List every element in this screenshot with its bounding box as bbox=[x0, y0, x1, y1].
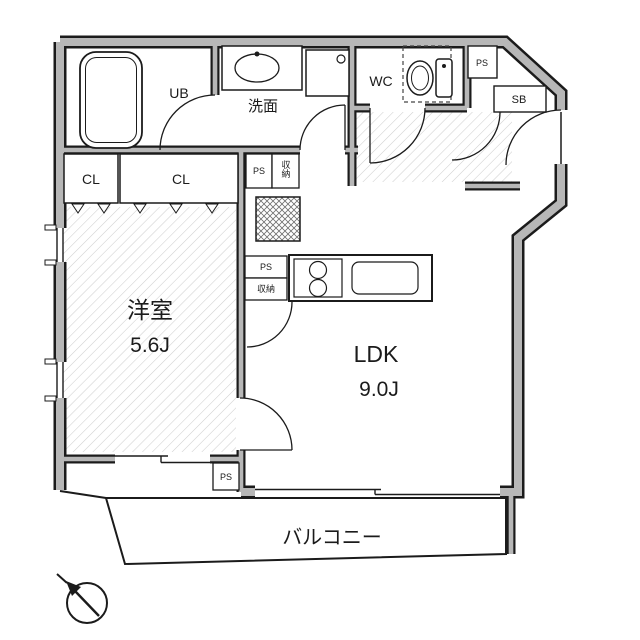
closet-door-marks bbox=[71, 203, 219, 214]
north-arrow-icon bbox=[56, 573, 108, 624]
kitchen-sink-icon bbox=[351, 261, 419, 295]
shoebox-box bbox=[493, 85, 547, 113]
label-shoebox: SB bbox=[512, 94, 527, 106]
shoebox-door-arc bbox=[451, 111, 501, 161]
label-closet-1: CL bbox=[82, 171, 100, 187]
room-label-ub: UB bbox=[169, 85, 188, 101]
entrance-door-arc bbox=[505, 109, 562, 166]
ps-balcony-corner-box bbox=[212, 462, 240, 491]
bathtub-icon bbox=[79, 51, 143, 149]
room-label-washroom: 洗面 bbox=[248, 98, 278, 115]
bedroom-balcony-window bbox=[115, 455, 210, 464]
ps-hall-box bbox=[245, 153, 273, 189]
label-ps-top-right: PS bbox=[476, 58, 488, 68]
toilet-icon bbox=[402, 45, 453, 103]
kitchen-storage-door-arc bbox=[246, 301, 293, 348]
bedroom-door-arc bbox=[239, 397, 293, 451]
washing-machine-icon bbox=[305, 49, 350, 97]
washbasin-icon bbox=[221, 45, 303, 91]
room-label-balcony: バルコニー bbox=[282, 527, 382, 549]
door-swing-arcs bbox=[159, 94, 562, 451]
room-size-ldk: 9.0J bbox=[359, 378, 399, 401]
ub-door-arc bbox=[159, 94, 216, 151]
wc-window-dashed bbox=[402, 45, 452, 103]
label-storage-hall: 収納 bbox=[281, 159, 291, 179]
ldk-balcony-sliding-door bbox=[255, 488, 500, 496]
bedroom-window-1 bbox=[44, 224, 64, 266]
room-label-ldk: LDK bbox=[354, 341, 399, 367]
outer-walls-fill bbox=[56, 38, 565, 496]
label-ps-hall: PS bbox=[253, 166, 265, 176]
storage-hall-box bbox=[271, 153, 300, 189]
label-storage-kitchen: 収納 bbox=[257, 283, 275, 294]
closet-1-box bbox=[63, 153, 119, 204]
room-label-wc: WC bbox=[369, 73, 392, 89]
ps-top-right-box bbox=[467, 45, 498, 79]
room-size-bedroom: 5.6J bbox=[130, 334, 170, 357]
label-ps-balcony-corner: PS bbox=[220, 472, 232, 482]
room-label-bedroom: 洋室 bbox=[127, 297, 173, 323]
kitchen-counter bbox=[288, 254, 433, 302]
meter-box bbox=[255, 196, 301, 242]
washroom-door-arc bbox=[299, 104, 346, 151]
wc-door-arc bbox=[369, 107, 426, 164]
storage-kitchen-box bbox=[244, 277, 288, 301]
bedroom-floor-hatch bbox=[63, 207, 236, 452]
balcony-outline bbox=[104, 497, 507, 566]
interior-walls-fill bbox=[60, 42, 520, 554]
entry-hall-floor-hatch bbox=[356, 112, 512, 182]
label-closet-2: CL bbox=[172, 171, 190, 187]
label-ps-kitchen: PS bbox=[260, 262, 272, 272]
bedroom-window-2 bbox=[44, 358, 64, 402]
balcony-left-edge bbox=[59, 490, 107, 499]
closet-2-box bbox=[119, 153, 239, 204]
